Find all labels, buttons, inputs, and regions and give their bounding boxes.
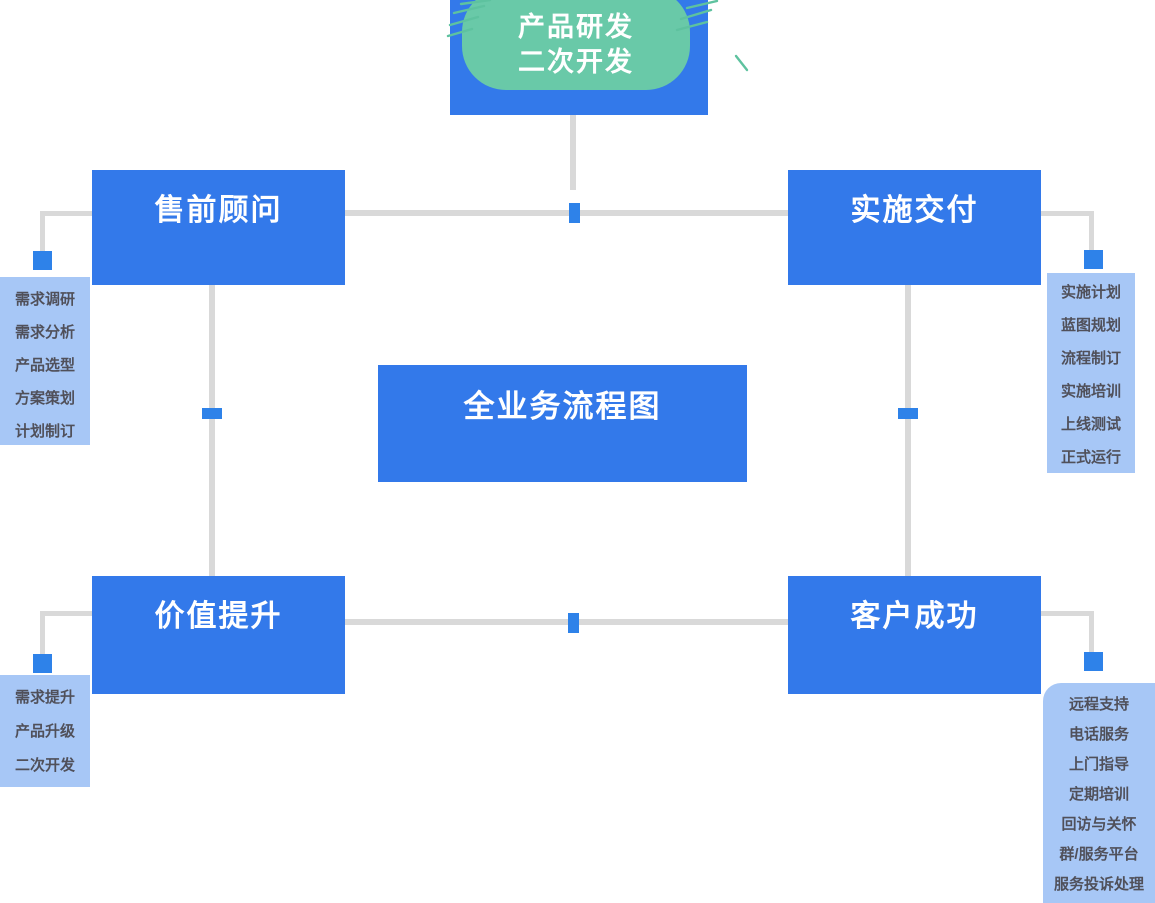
node-presale-label: 售前顾问 [154, 194, 283, 227]
anchor-square-delivery [1084, 250, 1103, 269]
marker-right [898, 408, 918, 419]
list-item: 回访与关怀 [1061, 816, 1137, 833]
marker-bottom [568, 613, 579, 633]
list-item: 远程支持 [1068, 696, 1129, 713]
list-item: 产品选型 [14, 357, 75, 374]
anchor-square-value [33, 654, 52, 673]
list-item: 群/服务平台 [1059, 846, 1139, 863]
list-item: 服务投诉处理 [1053, 876, 1144, 893]
stub-value-vertical [40, 611, 45, 655]
list-item: 二次开发 [14, 757, 75, 774]
list-item: 蓝图规划 [1060, 317, 1121, 334]
connector-left-vertical [209, 285, 215, 576]
list-item: 产品升级 [14, 723, 75, 740]
list-item: 计划制订 [14, 423, 75, 440]
stub-delivery-vertical [1089, 211, 1094, 253]
list-item: 方案策划 [14, 390, 75, 407]
stub-presale-horizontal [42, 211, 92, 216]
list-item: 电话服务 [1068, 726, 1129, 743]
panel-value: 需求提升 产品升级 二次开发 [0, 675, 90, 787]
product-dev-node: 产品研发 二次开发 [462, 0, 690, 90]
diagram-title-node: 全业务流程图 [378, 365, 747, 482]
stub-success-horizontal [1041, 611, 1094, 616]
node-value-label: 价值提升 [154, 600, 283, 633]
node-presale: 售前顾问 [92, 170, 345, 285]
panel-delivery: 实施计划 蓝图规划 流程制订 实施培训 上线测试 正式运行 [1047, 273, 1135, 473]
connector-top-horizontal [345, 210, 788, 216]
anchor-square-presale [33, 251, 52, 270]
list-item: 流程制订 [1060, 350, 1121, 367]
anchor-square-success [1084, 652, 1103, 671]
diagram-title: 全业务流程图 [463, 389, 662, 424]
connector-bottom-horizontal [345, 619, 788, 625]
list-item: 实施计划 [1060, 284, 1121, 301]
list-item: 定期培训 [1068, 786, 1129, 803]
stub-success-vertical [1089, 611, 1094, 653]
list-item: 上线测试 [1060, 416, 1121, 433]
stub-value-horizontal [42, 611, 92, 616]
list-item: 上门指导 [1068, 756, 1129, 773]
stub-presale-vertical [40, 211, 45, 253]
connector-right-vertical [905, 285, 911, 576]
node-value: 价值提升 [92, 576, 345, 694]
panel-presale: 需求调研 需求分析 产品选型 方案策划 计划制订 [0, 277, 90, 445]
list-item: 需求调研 [14, 291, 75, 308]
node-delivery: 实施交付 [788, 170, 1041, 285]
list-item: 需求分析 [14, 324, 75, 341]
marker-top [569, 203, 580, 223]
panel-success: 远程支持 电话服务 上门指导 定期培训 回访与关怀 群/服务平台 服务投诉处理 [1043, 683, 1155, 903]
product-dev-label-line2: 二次开发 [518, 47, 634, 77]
list-item: 实施培训 [1060, 383, 1121, 400]
list-item: 需求提升 [14, 689, 75, 706]
list-item: 正式运行 [1060, 449, 1121, 466]
node-success: 客户成功 [788, 576, 1041, 694]
product-dev-label-line1: 产品研发 [518, 12, 634, 42]
node-success-label: 客户成功 [850, 600, 979, 633]
stub-delivery-horizontal [1041, 211, 1094, 216]
marker-left [202, 408, 222, 419]
node-delivery-label: 实施交付 [850, 194, 979, 227]
connector-top-vertical [570, 115, 576, 190]
